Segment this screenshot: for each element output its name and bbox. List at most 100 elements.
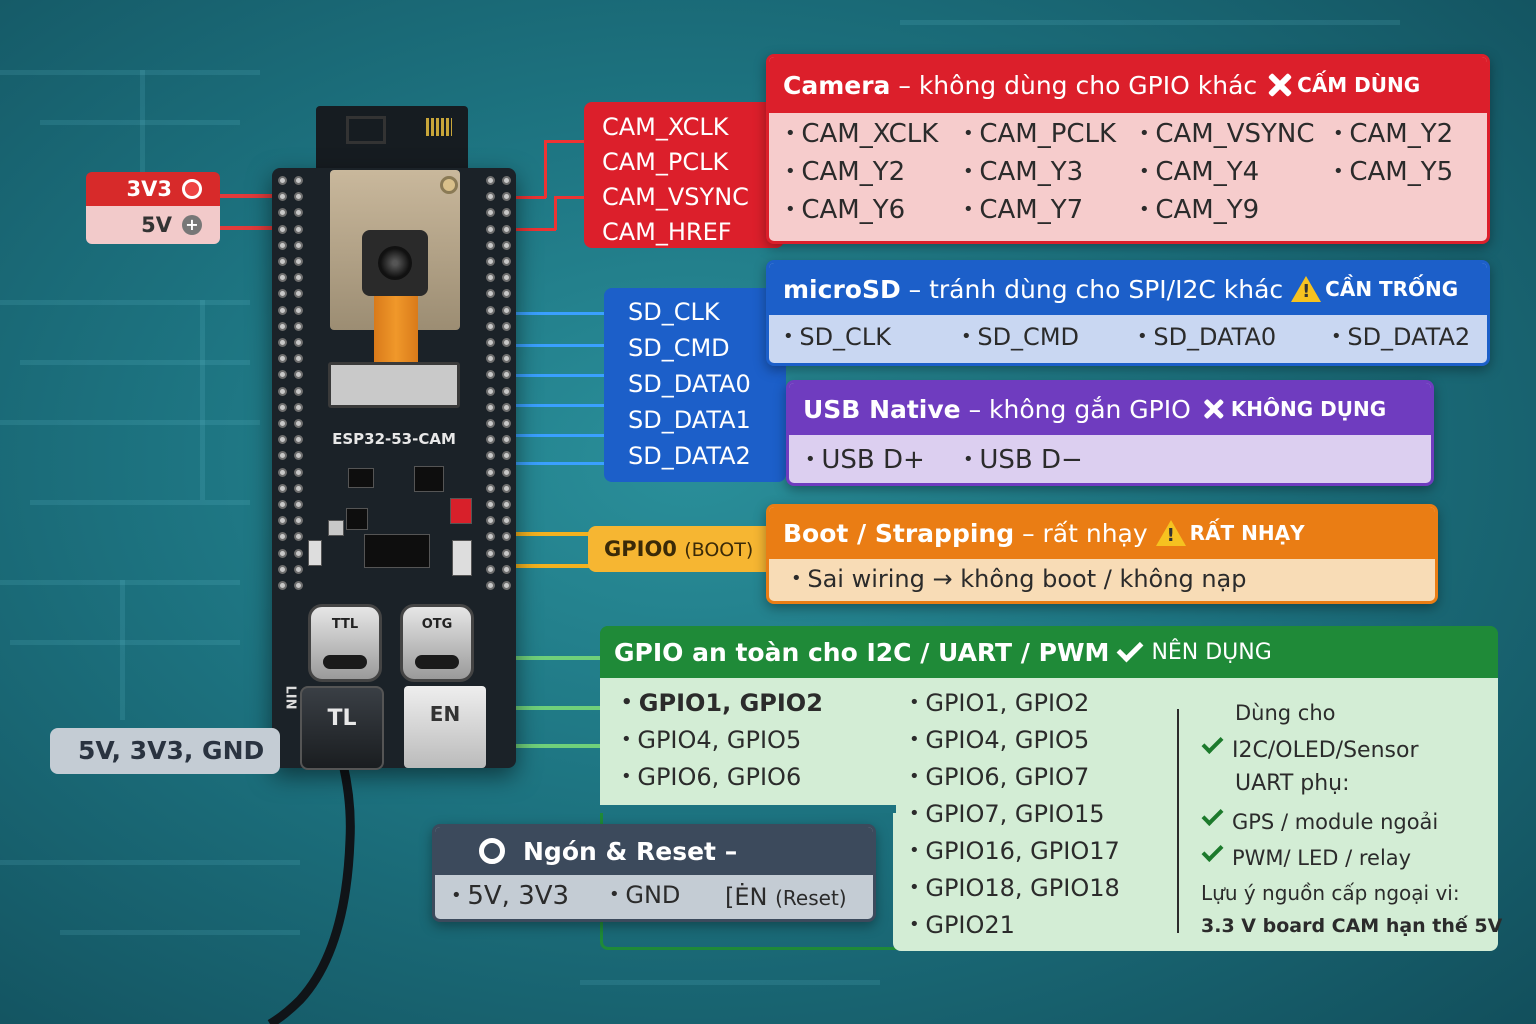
header-pin [278,289,287,299]
header-pin [486,483,495,493]
usb-dplus: USB D+ [805,445,924,475]
header-pin [486,273,495,283]
header-pin [502,548,511,558]
header-pin [502,451,511,461]
header-pin [294,435,303,445]
camera-flex-cable [374,294,418,364]
check-icon [1201,804,1224,826]
header-pin [294,516,303,526]
header-pin [294,338,303,347]
header-pin [502,257,511,266]
header-pin [278,451,287,461]
camera-pin-item: CAM_Y6 [785,195,905,225]
header-pin [294,240,303,250]
safe-gpio-item: GPIO6, GPIO6 [621,763,801,791]
header-pin [278,257,287,266]
header-pin [278,564,287,574]
header-pin [502,192,511,202]
header-pin [278,386,287,396]
camera-pin-item: CAM_Y7 [963,195,1083,225]
pcb-antenna [316,106,468,172]
warning-icon [1155,520,1186,546]
header-pin [486,176,495,185]
header-pin [294,354,303,364]
header-pin [294,532,303,542]
uart-title: UART phụ: [1235,771,1350,796]
check-icon [1201,840,1224,862]
header-pin [502,467,511,477]
safe-gpio-header: GPIO an toàn cho I2C / UART / PWM NÊN DỤ… [600,626,1498,678]
side-label: LIN [282,685,298,710]
use-title: Dùng cho [1235,701,1336,725]
header-pin [278,500,287,509]
header-pin [294,467,303,477]
microsd-pin-item: SD_DATA2 [1331,323,1470,351]
microsd-pin-item: SD_DATA0 [1137,323,1276,351]
header-pin [278,224,287,234]
header-pin [486,321,495,331]
header-pin [486,338,495,347]
header-pin [502,224,511,234]
safe-gpio-panel: GPIO an toàn cho I2C / UART / PWM NÊN DỤ… [600,626,1502,951]
header-pin [294,208,303,218]
microsd-pin-item: SD_CLK [783,323,891,351]
header-pin [294,451,303,461]
usb-dminus: USB D− [963,445,1082,475]
header-pin [278,419,287,428]
usb-native-panel: USB Native – không gắn GPIO KHÔNG DỤNG U… [786,380,1434,486]
boot-warning-item: Sai wiring → không boot / không nạp [791,565,1246,593]
camera-lens [362,230,428,296]
header-pin [502,370,511,380]
header-pin [502,273,511,283]
usb-c-otg-port[interactable]: OTG [400,604,474,682]
microsd-panel-header: microSD – tránh dùng cho SPI/I2C khác CẦ… [769,263,1487,315]
camera-pin-item: CAM_PCLK [963,119,1116,149]
use-pwm: PWM/ LED / relay [1201,840,1411,870]
check-icon [1201,732,1224,754]
header-pin [502,419,511,428]
camera-pin-item: CAM_XCLK [785,119,938,149]
usb-c-ttl-port[interactable]: TTL [308,604,382,682]
header-pin [502,402,511,412]
camera-pin-item: CAM_Y2 [785,157,905,187]
en-button[interactable]: EN [404,686,486,768]
header-pin [294,419,303,428]
header-pin [486,581,495,590]
camera-connector [328,362,460,408]
header-pin [486,419,495,428]
header-pin [278,435,287,445]
power-tag-5v: 5V + [86,206,220,244]
header-pin [278,516,287,526]
header-pin [294,224,303,234]
header-pin [278,467,287,477]
header-pin [294,548,303,558]
boot-panel-header: Boot / Strapping – rất nhạy RẤT NHẠY [769,507,1435,559]
power-gnd-tag: 5V, 3V3, GND [50,728,280,774]
safe-gpio-item: GPIO21 [909,911,1015,939]
header-pin [486,564,495,574]
header-pin [502,483,511,493]
header-pin [486,305,495,315]
header-pin [278,273,287,283]
header-pin [278,370,287,380]
reset-panel-header: Ngón & Reset – [435,827,873,875]
esp32-s3-cam-board: ESP32-53-CAM TTL OTG LIN [272,168,516,768]
header-pin [278,176,287,185]
header-pin [502,386,511,396]
header-pin [278,581,287,590]
usb-plug: TL [300,686,384,770]
header-pin [294,386,303,396]
safe-gpio-item: GPIO18, GPIO18 [909,874,1119,902]
header-pin [486,532,495,542]
header-pin [486,289,495,299]
safe-gpio-item: GPIO1, GPIO2 [621,689,823,717]
header-pin [486,548,495,558]
header-pin [486,386,495,396]
safe-gpio-item: GPIO1, GPIO2 [909,689,1089,717]
header-pin [294,321,303,331]
header-pin [486,192,495,202]
header-pin [278,321,287,331]
header-pin [502,321,511,331]
